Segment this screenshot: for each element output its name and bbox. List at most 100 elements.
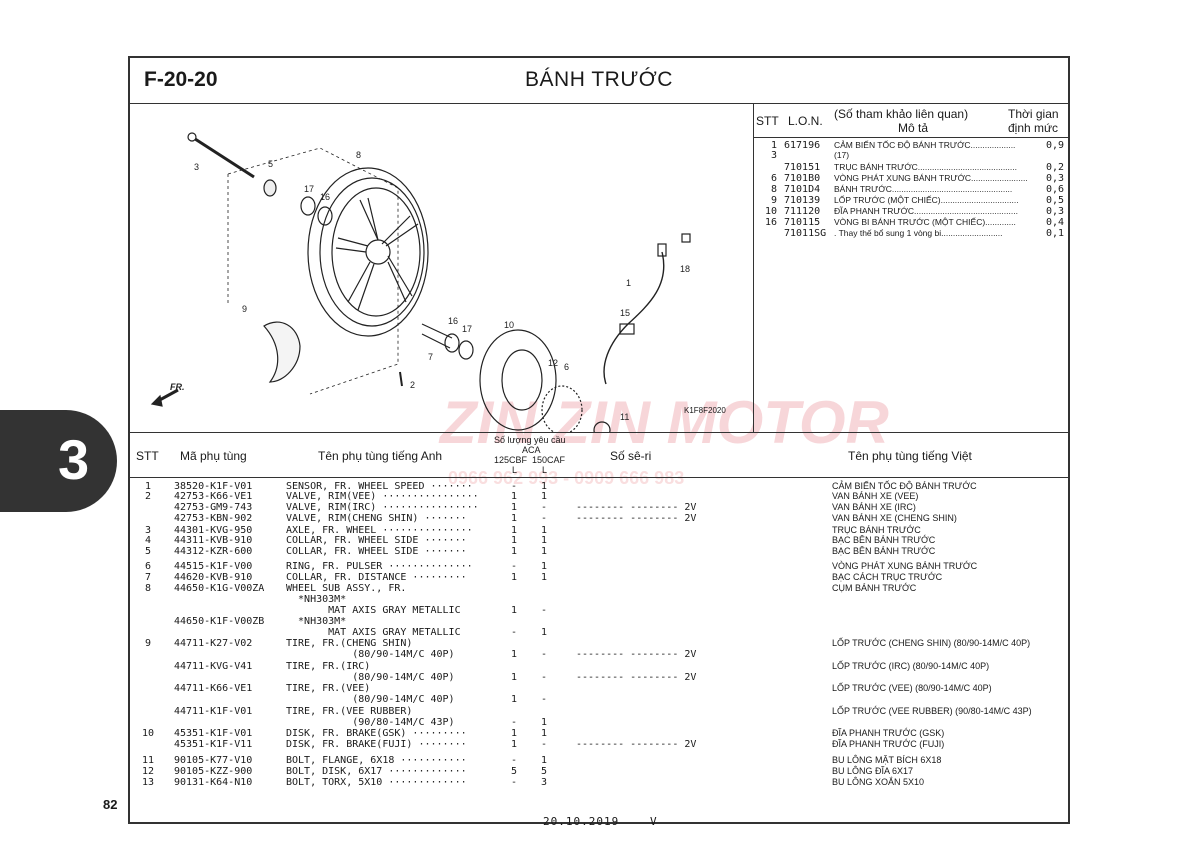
part-name-en: (80/90-14M/C 40P) <box>286 694 455 705</box>
summary-stt: 8 <box>770 184 777 195</box>
part-stt: 8 <box>144 583 152 594</box>
callout-11: 11 <box>620 412 629 422</box>
part-qty-125cbf: 1 <box>510 525 518 536</box>
callout-3: 3 <box>194 162 199 172</box>
part-number: 42753-KBN-902 <box>174 513 253 524</box>
part-name-en: WHEEL SUB ASSY., FR. <box>286 583 407 594</box>
part-qty-125cbf: - <box>510 777 518 788</box>
part-name-vn: CỤM BÁNH TRƯỚC <box>832 583 917 593</box>
callout-16b: 16 <box>448 316 458 326</box>
summary-stt: 16 <box>764 217 777 228</box>
summary-lon: 710115 <box>784 217 821 228</box>
footer-revision: V <box>650 815 657 828</box>
part-number: 90105-K77-V10 <box>174 755 253 766</box>
summary-lon: 710151 <box>784 162 821 173</box>
part-qty-150caf: 1 <box>540 627 548 638</box>
part-number: 45351-K1F-V01 <box>174 728 253 739</box>
part-stt: 13 <box>141 777 155 788</box>
summary-row: 16 710115 VÒNG BI BÁNH TRƯỚC (MỘT CHIẾC)… <box>754 217 1070 228</box>
summary-time: 0,3 <box>1045 173 1064 184</box>
part-name-en: (90/80-14M/C 43P) <box>286 717 455 728</box>
summary-desc: CẢM BIẾN TỐC ĐỘ BÁNH TRƯỚC..............… <box>834 140 1016 150</box>
callout-7: 7 <box>428 352 433 362</box>
section-tab-number: 3 <box>58 428 90 491</box>
summary-header-desc2: Mô tả <box>898 121 929 135</box>
part-qty-125cbf: 1 <box>510 672 518 683</box>
table-row: (80/90-14M/C 40P)1- <box>130 694 1068 705</box>
catalog-frame: F-20-20 BÁNH TRƯỚC <box>128 56 1070 824</box>
summary-lon: 711120 <box>784 206 821 217</box>
part-number: 44620-KVB-910 <box>174 572 253 583</box>
part-stt: 2 <box>144 491 152 502</box>
part-name-en: MAT AXIS GRAY METALLIC <box>286 627 461 638</box>
part-qty-125cbf: 1 <box>510 694 518 705</box>
labor-summary: STT L.O.N. (Số tham khảo liên quan) Mô t… <box>754 104 1070 432</box>
part-qty-125cbf: 1 <box>510 739 518 750</box>
header-bar: F-20-20 BÁNH TRƯỚC <box>130 58 1068 104</box>
part-name-vn: BU LÔNG ĐĨA 6X17 <box>832 766 914 776</box>
part-name-en: TIRE, FR.(IRC) <box>286 661 371 672</box>
parts-list: STT Mã phụ tùng Tên phụ tùng tiếng Anh S… <box>130 432 1068 824</box>
summary-desc: VÒNG BI BÁNH TRƯỚC (MỘT CHIẾC)..........… <box>834 217 1016 227</box>
part-name-vn: BU LÔNG XOẮN 5X10 <box>832 777 925 787</box>
parts-divider <box>130 477 1068 478</box>
summary-desc: LỐP TRƯỚC (MỘT CHIẾC)...................… <box>834 195 1019 205</box>
part-stt: 11 <box>141 755 155 766</box>
direction-label: FR. <box>170 382 185 392</box>
page-title: BÁNH TRƯỚC <box>525 68 673 91</box>
part-serial: -------- -------- 2V <box>576 502 697 513</box>
part-name-vn: LỐP TRƯỚC (CHENG SHIN) (80/90-14M/C 40P) <box>832 638 1031 648</box>
summary-row: 3 (17) <box>754 150 1070 161</box>
summary-header-lon: L.O.N. <box>788 114 823 128</box>
part-name-en: *NH303M* <box>286 616 347 627</box>
callout-15: 15 <box>620 308 630 318</box>
part-name-vn: BẠC BÊN BÁNH TRƯỚC <box>832 546 936 556</box>
parts-header-stt: STT <box>136 449 159 463</box>
callout-9: 9 <box>242 304 247 314</box>
callout-10: 10 <box>504 320 514 330</box>
table-row: (80/90-14M/C 40P)1--------- -------- 2V <box>130 672 1068 683</box>
part-name-vn: BẠC BÊN BÁNH TRƯỚC <box>832 535 936 545</box>
summary-row: 710151 TRỤC BÁNH TRƯỚC..................… <box>754 162 1070 173</box>
part-qty-125cbf: 1 <box>510 546 518 557</box>
part-name-en: SENSOR, FR. WHEEL SPEED ······· <box>286 481 473 492</box>
callout-8: 8 <box>356 150 361 160</box>
summary-time: 0,6 <box>1045 184 1064 195</box>
part-qty-150caf: 1 <box>540 572 548 583</box>
summary-stt: 3 <box>770 150 777 161</box>
part-name-en: COLLAR, FR. WHEEL SIDE ······· <box>286 546 467 557</box>
part-name-en: TIRE, FR.(VEE) <box>286 683 371 694</box>
parts-header-qty-col2: 150CAF <box>532 455 566 465</box>
table-row: *NH303M* <box>130 594 1068 605</box>
parts-header-name-en: Tên phụ tùng tiếng Anh <box>318 449 443 463</box>
exploded-diagram: 3 5 8 17 16 9 2 16 17 7 10 12 6 15 11 13… <box>130 104 754 432</box>
part-qty-150caf: 1 <box>540 561 548 572</box>
part-name-en: COLLAR, FR. DISTANCE ········· <box>286 572 467 583</box>
part-qty-125cbf: - <box>510 717 518 728</box>
watermark-phone: 0966 962 993 - 0909 666 983 <box>448 468 685 488</box>
table-row: (80/90-14M/C 40P)1--------- -------- 2V <box>130 649 1068 660</box>
part-name-en: BOLT, DISK, 6X17 ············· <box>286 766 467 777</box>
callout-16: 16 <box>320 192 330 202</box>
part-name-en: (80/90-14M/C 40P) <box>286 672 455 683</box>
callout-17b: 17 <box>462 324 472 334</box>
page-code: F-20-20 <box>144 68 218 91</box>
part-number: 38520-K1F-V01 <box>174 481 253 492</box>
part-name-vn: BU LÔNG MẶT BÍCH 6X18 <box>832 755 942 765</box>
summary-time: 0,3 <box>1045 206 1064 217</box>
part-stt: 5 <box>144 546 152 557</box>
part-number: 44711-KVG-V41 <box>174 661 253 672</box>
part-name-vn: BẠC CÁCH TRỤC TRƯỚC <box>832 572 943 582</box>
